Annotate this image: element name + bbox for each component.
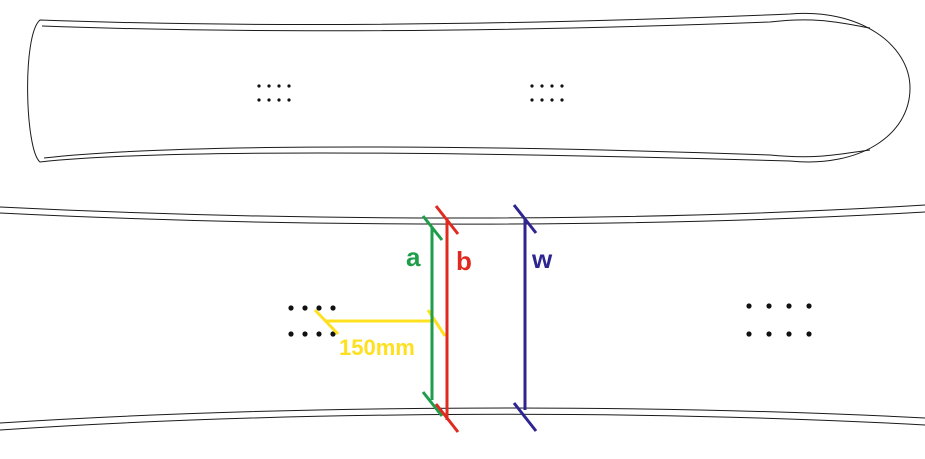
measure-w-tick-top [512, 204, 538, 234]
insert-pattern-right [530, 84, 564, 102]
edge-top-outer [0, 204, 925, 219]
measure-a-tick-bottom [421, 391, 444, 417]
offset-tick-left [313, 308, 340, 336]
measure-w-tick-bottom [512, 402, 538, 432]
insert-hole [550, 98, 554, 102]
insert-hole [560, 98, 564, 102]
insert-hole [277, 98, 281, 102]
insert-hole [806, 331, 812, 337]
insert-hole [540, 98, 544, 102]
measure-a [421, 215, 444, 417]
offset-marker [313, 308, 447, 337]
insert-hole [267, 84, 271, 88]
insert-hole [316, 331, 322, 337]
insert-hole [530, 98, 534, 102]
insert-hole [330, 331, 336, 337]
insert-hole [288, 305, 294, 311]
insert-hole [316, 305, 322, 311]
insert-hole [746, 303, 752, 309]
full-board-view [27, 12, 911, 163]
label-b: b [456, 246, 472, 276]
board-inner-edge [43, 146, 871, 159]
measure-b-tick-top [434, 205, 460, 235]
insert-hole [267, 98, 271, 102]
measure-b [434, 205, 460, 433]
insert-hole [560, 84, 564, 88]
insert-hole [746, 331, 752, 337]
insert-hole [287, 84, 291, 88]
insert-hole [257, 98, 261, 102]
insert-hole [766, 331, 772, 337]
measure-w [512, 204, 538, 432]
insert-hole [277, 84, 281, 88]
insert-hole [540, 84, 544, 88]
label-w: w [531, 244, 553, 274]
waist-detail-view: a b w 150mm [0, 204, 925, 433]
insert-hole [302, 305, 308, 311]
insert-hole [257, 84, 261, 88]
insert-hole [550, 84, 554, 88]
insert-pattern-left [257, 84, 291, 102]
insert-hole [302, 331, 308, 337]
label-a: a [406, 242, 421, 272]
measure-a-tick-top [421, 215, 444, 241]
insert-hole [530, 84, 534, 88]
insert-hole [786, 303, 792, 309]
insert-pattern-left-detail [288, 305, 336, 337]
insert-pattern-right-detail [746, 303, 812, 337]
board-outline [27, 12, 911, 163]
edge-bottom-outer [0, 413, 925, 431]
insert-hole [330, 305, 336, 311]
edge-bottom-inner [0, 407, 925, 424]
insert-hole [806, 303, 812, 309]
edge-top-inner [0, 211, 925, 225]
insert-hole [786, 331, 792, 337]
label-offset: 150mm [339, 335, 415, 360]
insert-hole [288, 331, 294, 337]
insert-hole [766, 303, 772, 309]
board-inner-edge [41, 19, 871, 32]
measure-b-tick-bottom [434, 403, 460, 433]
insert-hole [287, 98, 291, 102]
